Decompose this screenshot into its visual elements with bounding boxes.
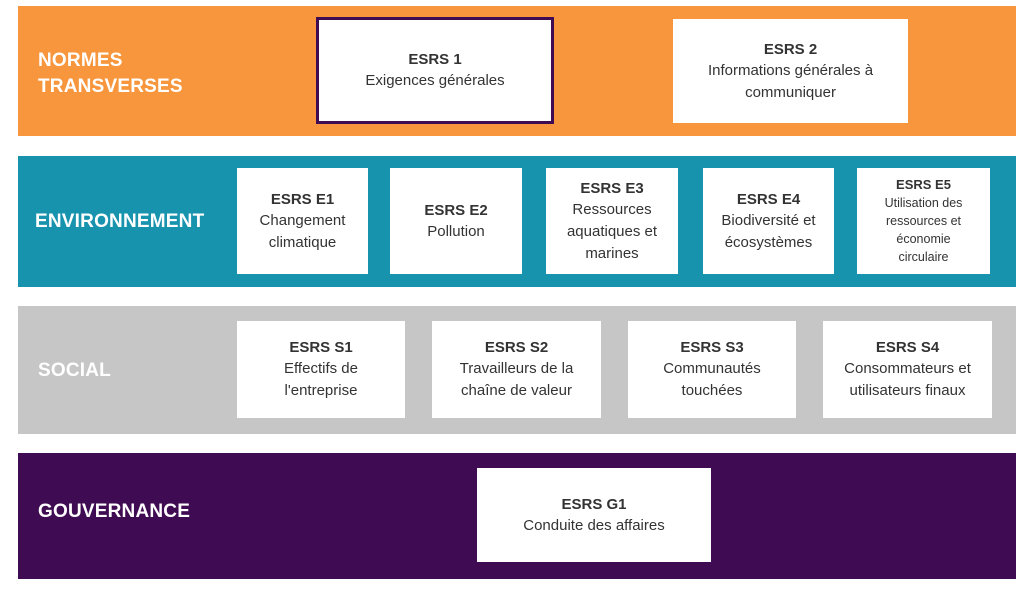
card-code: ESRS E3	[580, 179, 644, 197]
card-code: ESRS S4	[875, 339, 940, 356]
card-title: communiquer	[745, 83, 836, 101]
card-esrs-s3[interactable]: ESRS S3 Communautés touchées	[628, 321, 796, 418]
card-title: circulaire	[898, 250, 949, 264]
card-esrs-e2[interactable]: ESRS E2 Pollution	[390, 168, 522, 274]
card-title: Travailleurs de la	[459, 360, 574, 377]
card-esrs-g1[interactable]: ESRS G1 Conduite des affaires	[477, 468, 711, 562]
card-esrs-e1[interactable]: ESRS E1 Changement climatique	[237, 168, 368, 274]
card-code: ESRS 1	[408, 51, 462, 68]
card-esrs-1[interactable]: ESRS 1 Exigences générales	[316, 17, 554, 124]
card-title: Changement	[259, 211, 346, 229]
card-code: ESRS E2	[424, 201, 488, 219]
card-esrs-e4[interactable]: ESRS E4 Biodiversité et écosystèmes	[703, 168, 834, 274]
card-code: ESRS 2	[763, 40, 818, 58]
card-title: climatique	[268, 233, 337, 251]
card-esrs-s2[interactable]: ESRS S2 Travailleurs de la chaîne de val…	[432, 321, 601, 418]
card-title: l'entreprise	[284, 382, 358, 399]
card-title: Biodiversité et	[721, 211, 816, 229]
card-title: marines	[585, 244, 639, 262]
card-title: Conduite des affaires	[523, 516, 665, 534]
card-code: ESRS E4	[736, 190, 801, 208]
band-label-line: TRANSVERSES	[38, 76, 183, 97]
card-code: ESRS S2	[484, 339, 549, 356]
card-title: touchées	[681, 382, 743, 399]
card-esrs-e3[interactable]: ESRS E3 Ressources aquatiques et marines	[546, 168, 678, 274]
card-title: Utilisation des	[884, 196, 963, 210]
card-title: chaîne de valeur	[461, 382, 572, 399]
card-esrs-s1[interactable]: ESRS S1 Effectifs de l'entreprise	[237, 321, 405, 418]
card-title: Ressources	[572, 200, 652, 218]
card-code: ESRS G1	[561, 495, 627, 513]
band-gouvernance: GOUVERNANCE ESRS G1 Conduite des affaire…	[18, 453, 1016, 579]
card-title: ressources et	[885, 214, 962, 228]
card-title: Consommateurs et	[844, 360, 971, 377]
card-code: ESRS E5	[896, 177, 951, 192]
card-title: Communautés	[663, 360, 761, 377]
card-title: Informations générales à	[707, 61, 874, 79]
band-normes-transverses: NORMES TRANSVERSES ESRS 1 Exigences géné…	[18, 6, 1016, 136]
band-label-normes: NORMES TRANSVERSES	[38, 48, 183, 100]
card-code: ESRS S3	[680, 339, 744, 356]
band-environnement: ENVIRONNEMENT ESRS E1 Changement climati…	[18, 156, 1016, 287]
card-esrs-s4[interactable]: ESRS S4 Consommateurs et utilisateurs fi…	[823, 321, 992, 418]
card-title: Exigences générales	[365, 72, 505, 89]
card-title: économie	[896, 232, 951, 246]
card-title: utilisateurs finaux	[849, 382, 966, 399]
band-label-gouvernance: GOUVERNANCE	[38, 501, 191, 522]
card-esrs-e5[interactable]: ESRS E5 Utilisation des ressources et éc…	[857, 168, 990, 274]
card-code: ESRS E1	[270, 190, 335, 208]
card-esrs-2[interactable]: ESRS 2 Informations générales à communiq…	[673, 19, 908, 123]
card-title: aquatiques et	[566, 222, 658, 240]
card-title: Effectifs de	[284, 360, 358, 377]
band-social: SOCIAL ESRS S1 Effectifs de l'entreprise…	[18, 306, 1016, 434]
band-label-line: NORMES	[38, 50, 123, 71]
card-title: Pollution	[427, 222, 485, 240]
band-label-social: SOCIAL	[38, 360, 111, 381]
card-code: ESRS S1	[289, 339, 353, 356]
card-title: écosystèmes	[724, 233, 813, 251]
band-label-environnement: ENVIRONNEMENT	[35, 211, 205, 232]
